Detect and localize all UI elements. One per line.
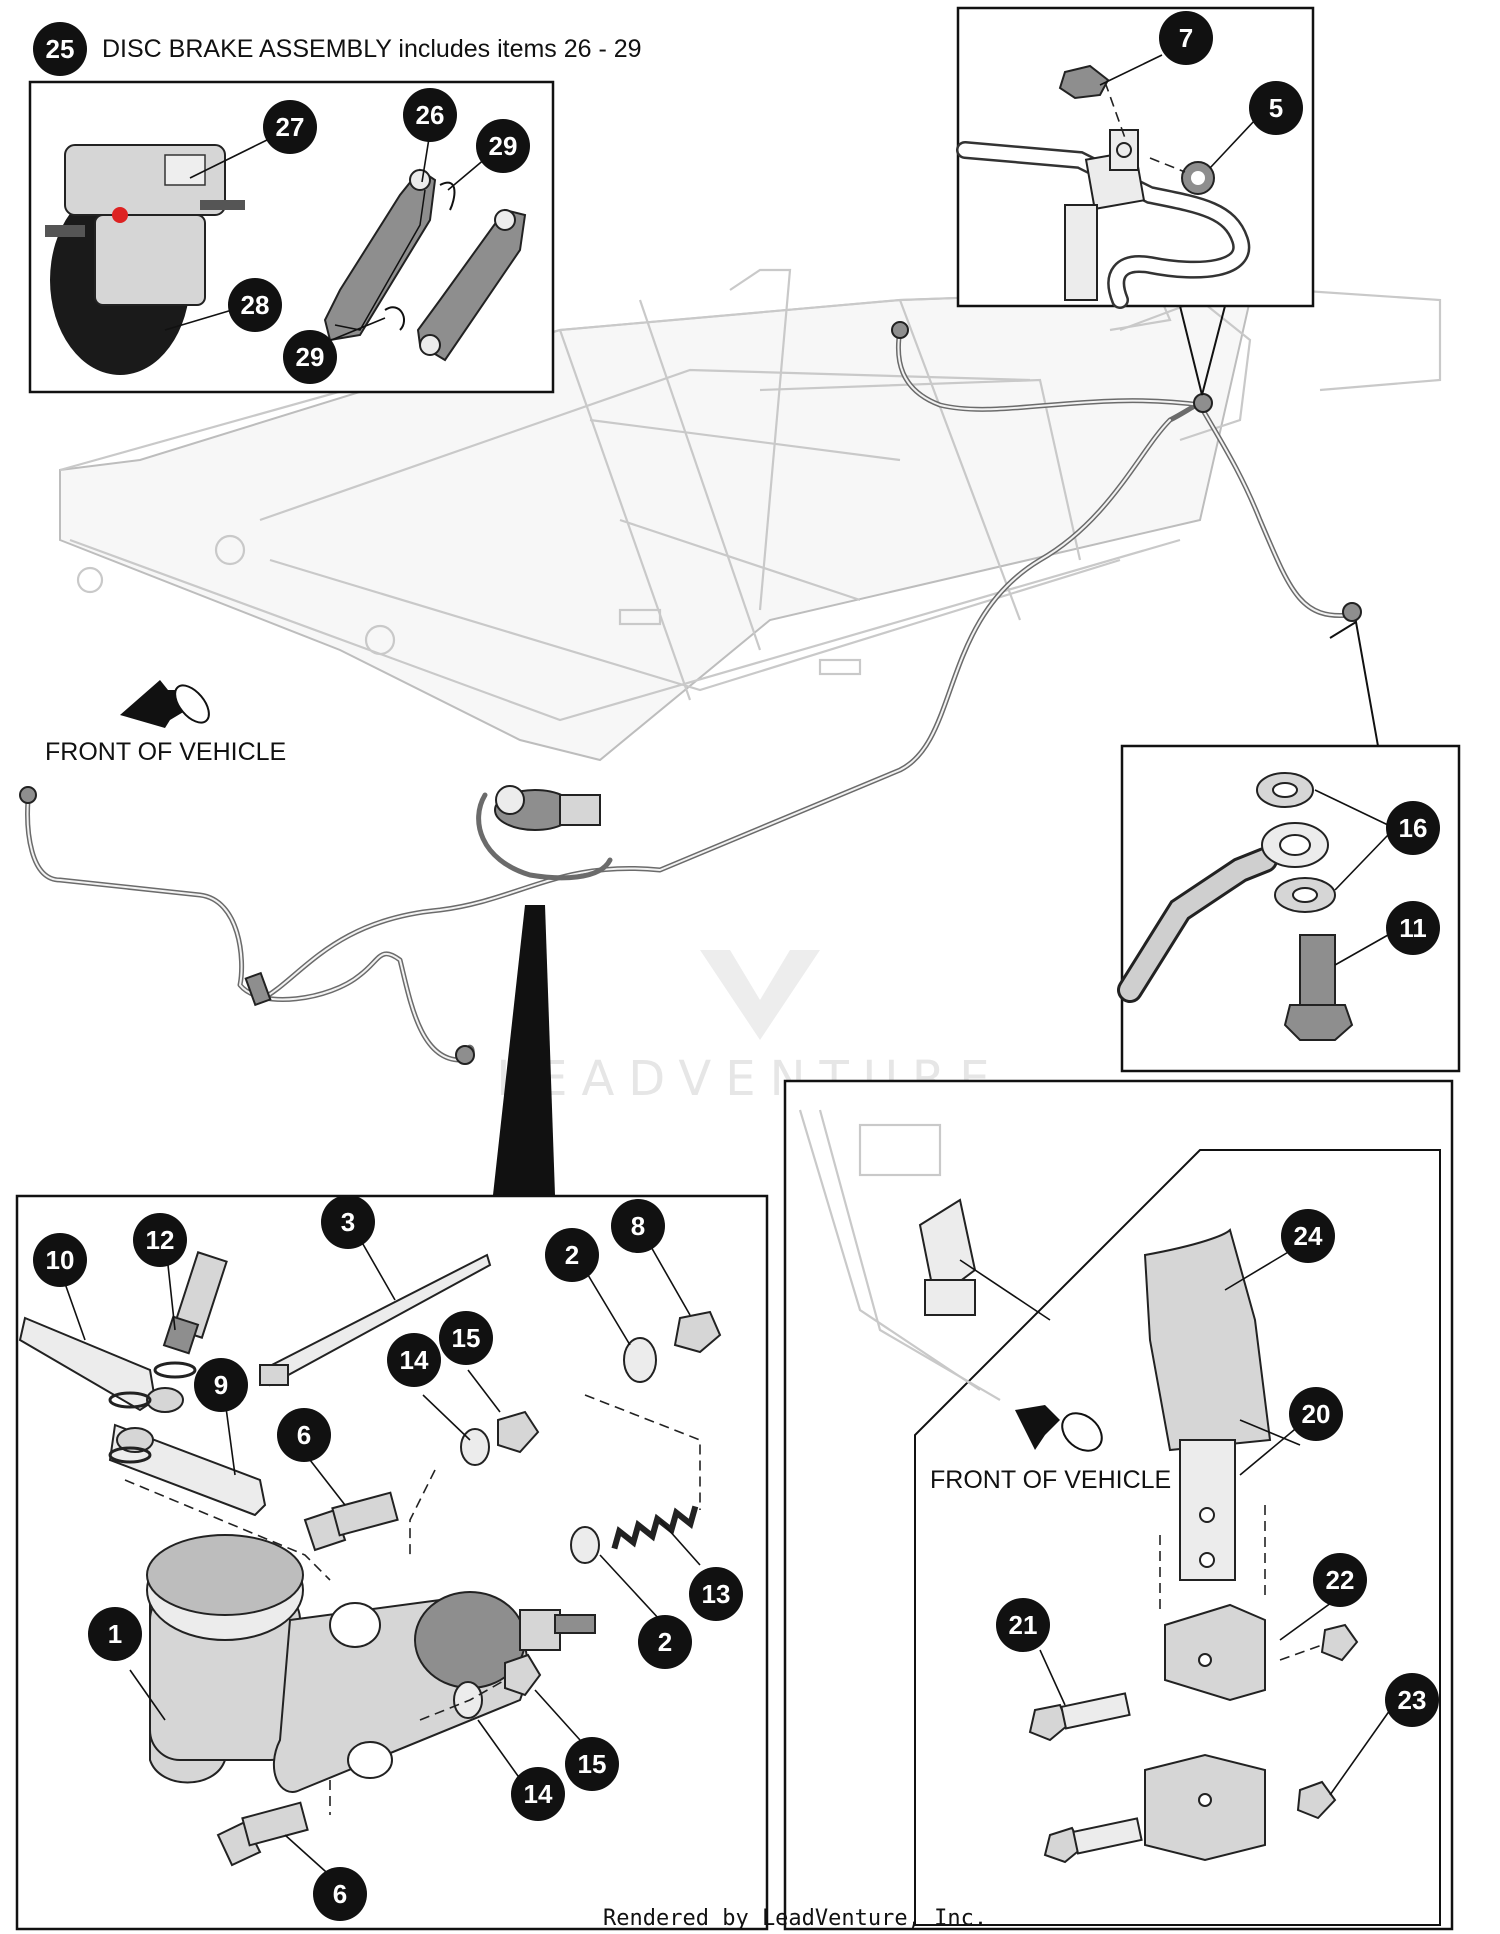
master-cylinder-detail xyxy=(15,905,769,1931)
front-of-vehicle-label: FRONT OF VEHICLE xyxy=(45,738,286,766)
svg-text:5: 5 xyxy=(1269,93,1283,123)
callout-24: 24 xyxy=(1281,1209,1335,1263)
svg-text:26: 26 xyxy=(416,100,445,130)
callout-29: 29 xyxy=(283,330,337,384)
callout-9: 9 xyxy=(194,1358,248,1412)
front-of-vehicle-arrow xyxy=(120,680,210,728)
svg-text:6: 6 xyxy=(297,1420,311,1450)
callout-1: 1 xyxy=(88,1607,142,1661)
callout-2: 2 xyxy=(545,1228,599,1282)
callout-15: 15 xyxy=(439,1311,493,1365)
callout-badges: 27 26 29 28 29 7 5 16 11 3 2 8 10 12 9 1… xyxy=(33,11,1440,1921)
svg-text:7: 7 xyxy=(1179,23,1193,53)
svg-text:3: 3 xyxy=(341,1207,355,1237)
svg-text:12: 12 xyxy=(146,1225,175,1255)
callout-23: 23 xyxy=(1385,1673,1439,1727)
callout-25: 25 xyxy=(46,34,75,64)
svg-text:24: 24 xyxy=(1294,1221,1323,1251)
assembly-header: 25 DISC BRAKE ASSEMBLY includes items 26… xyxy=(33,22,642,76)
svg-text:1: 1 xyxy=(108,1619,122,1649)
svg-text:2: 2 xyxy=(565,1240,579,1270)
svg-text:9: 9 xyxy=(214,1370,228,1400)
callout-11: 11 xyxy=(1386,901,1440,955)
svg-text:22: 22 xyxy=(1326,1565,1355,1595)
svg-text:13: 13 xyxy=(702,1579,731,1609)
callout-13: 13 xyxy=(689,1567,743,1621)
callout-2: 2 xyxy=(638,1615,692,1669)
callout-5: 5 xyxy=(1249,81,1303,135)
callout-3: 3 xyxy=(321,1195,375,1249)
callout-8: 8 xyxy=(611,1199,665,1253)
callout-26: 26 xyxy=(403,88,457,142)
callout-7: 7 xyxy=(1159,11,1213,65)
svg-text:14: 14 xyxy=(524,1779,553,1809)
svg-text:21: 21 xyxy=(1009,1610,1038,1640)
svg-text:11: 11 xyxy=(1399,913,1427,943)
callout-21: 21 xyxy=(996,1598,1050,1652)
brake-line-junction-detail xyxy=(956,6,1315,396)
svg-text:29: 29 xyxy=(489,131,518,161)
svg-text:10: 10 xyxy=(46,1245,75,1275)
callout-29: 29 xyxy=(476,119,530,173)
svg-text:20: 20 xyxy=(1302,1399,1331,1429)
svg-text:23: 23 xyxy=(1398,1685,1427,1715)
svg-text:16: 16 xyxy=(1399,813,1428,843)
callout-15: 15 xyxy=(565,1737,619,1791)
svg-text:29: 29 xyxy=(296,342,325,372)
callout-14: 14 xyxy=(387,1333,441,1387)
callout-28: 28 xyxy=(228,278,282,332)
svg-text:27: 27 xyxy=(276,112,305,142)
brake-lines xyxy=(19,321,1362,1065)
svg-text:14: 14 xyxy=(400,1345,429,1375)
callout-6: 6 xyxy=(277,1408,331,1462)
svg-text:15: 15 xyxy=(452,1323,481,1353)
svg-text:15: 15 xyxy=(578,1749,607,1779)
callout-10: 10 xyxy=(33,1233,87,1287)
callout-16: 16 xyxy=(1386,801,1440,855)
assembly-title: DISC BRAKE ASSEMBLY includes items 26 - … xyxy=(102,35,642,63)
brake-pedal-detail xyxy=(783,1079,1454,1931)
front-of-vehicle-pedal-label: FRONT OF VEHICLE xyxy=(930,1466,1171,1494)
footer-credit: Rendered by LeadVenture, Inc. xyxy=(603,1906,987,1931)
callout-27: 27 xyxy=(263,100,317,154)
svg-text:8: 8 xyxy=(631,1211,645,1241)
callout-20: 20 xyxy=(1289,1387,1343,1441)
svg-text:28: 28 xyxy=(241,290,270,320)
svg-text:2: 2 xyxy=(658,1627,672,1657)
svg-text:6: 6 xyxy=(333,1879,347,1909)
callout-22: 22 xyxy=(1313,1553,1367,1607)
callout-6: 6 xyxy=(313,1867,367,1921)
callout-12: 12 xyxy=(133,1213,187,1267)
callout-14: 14 xyxy=(511,1767,565,1821)
